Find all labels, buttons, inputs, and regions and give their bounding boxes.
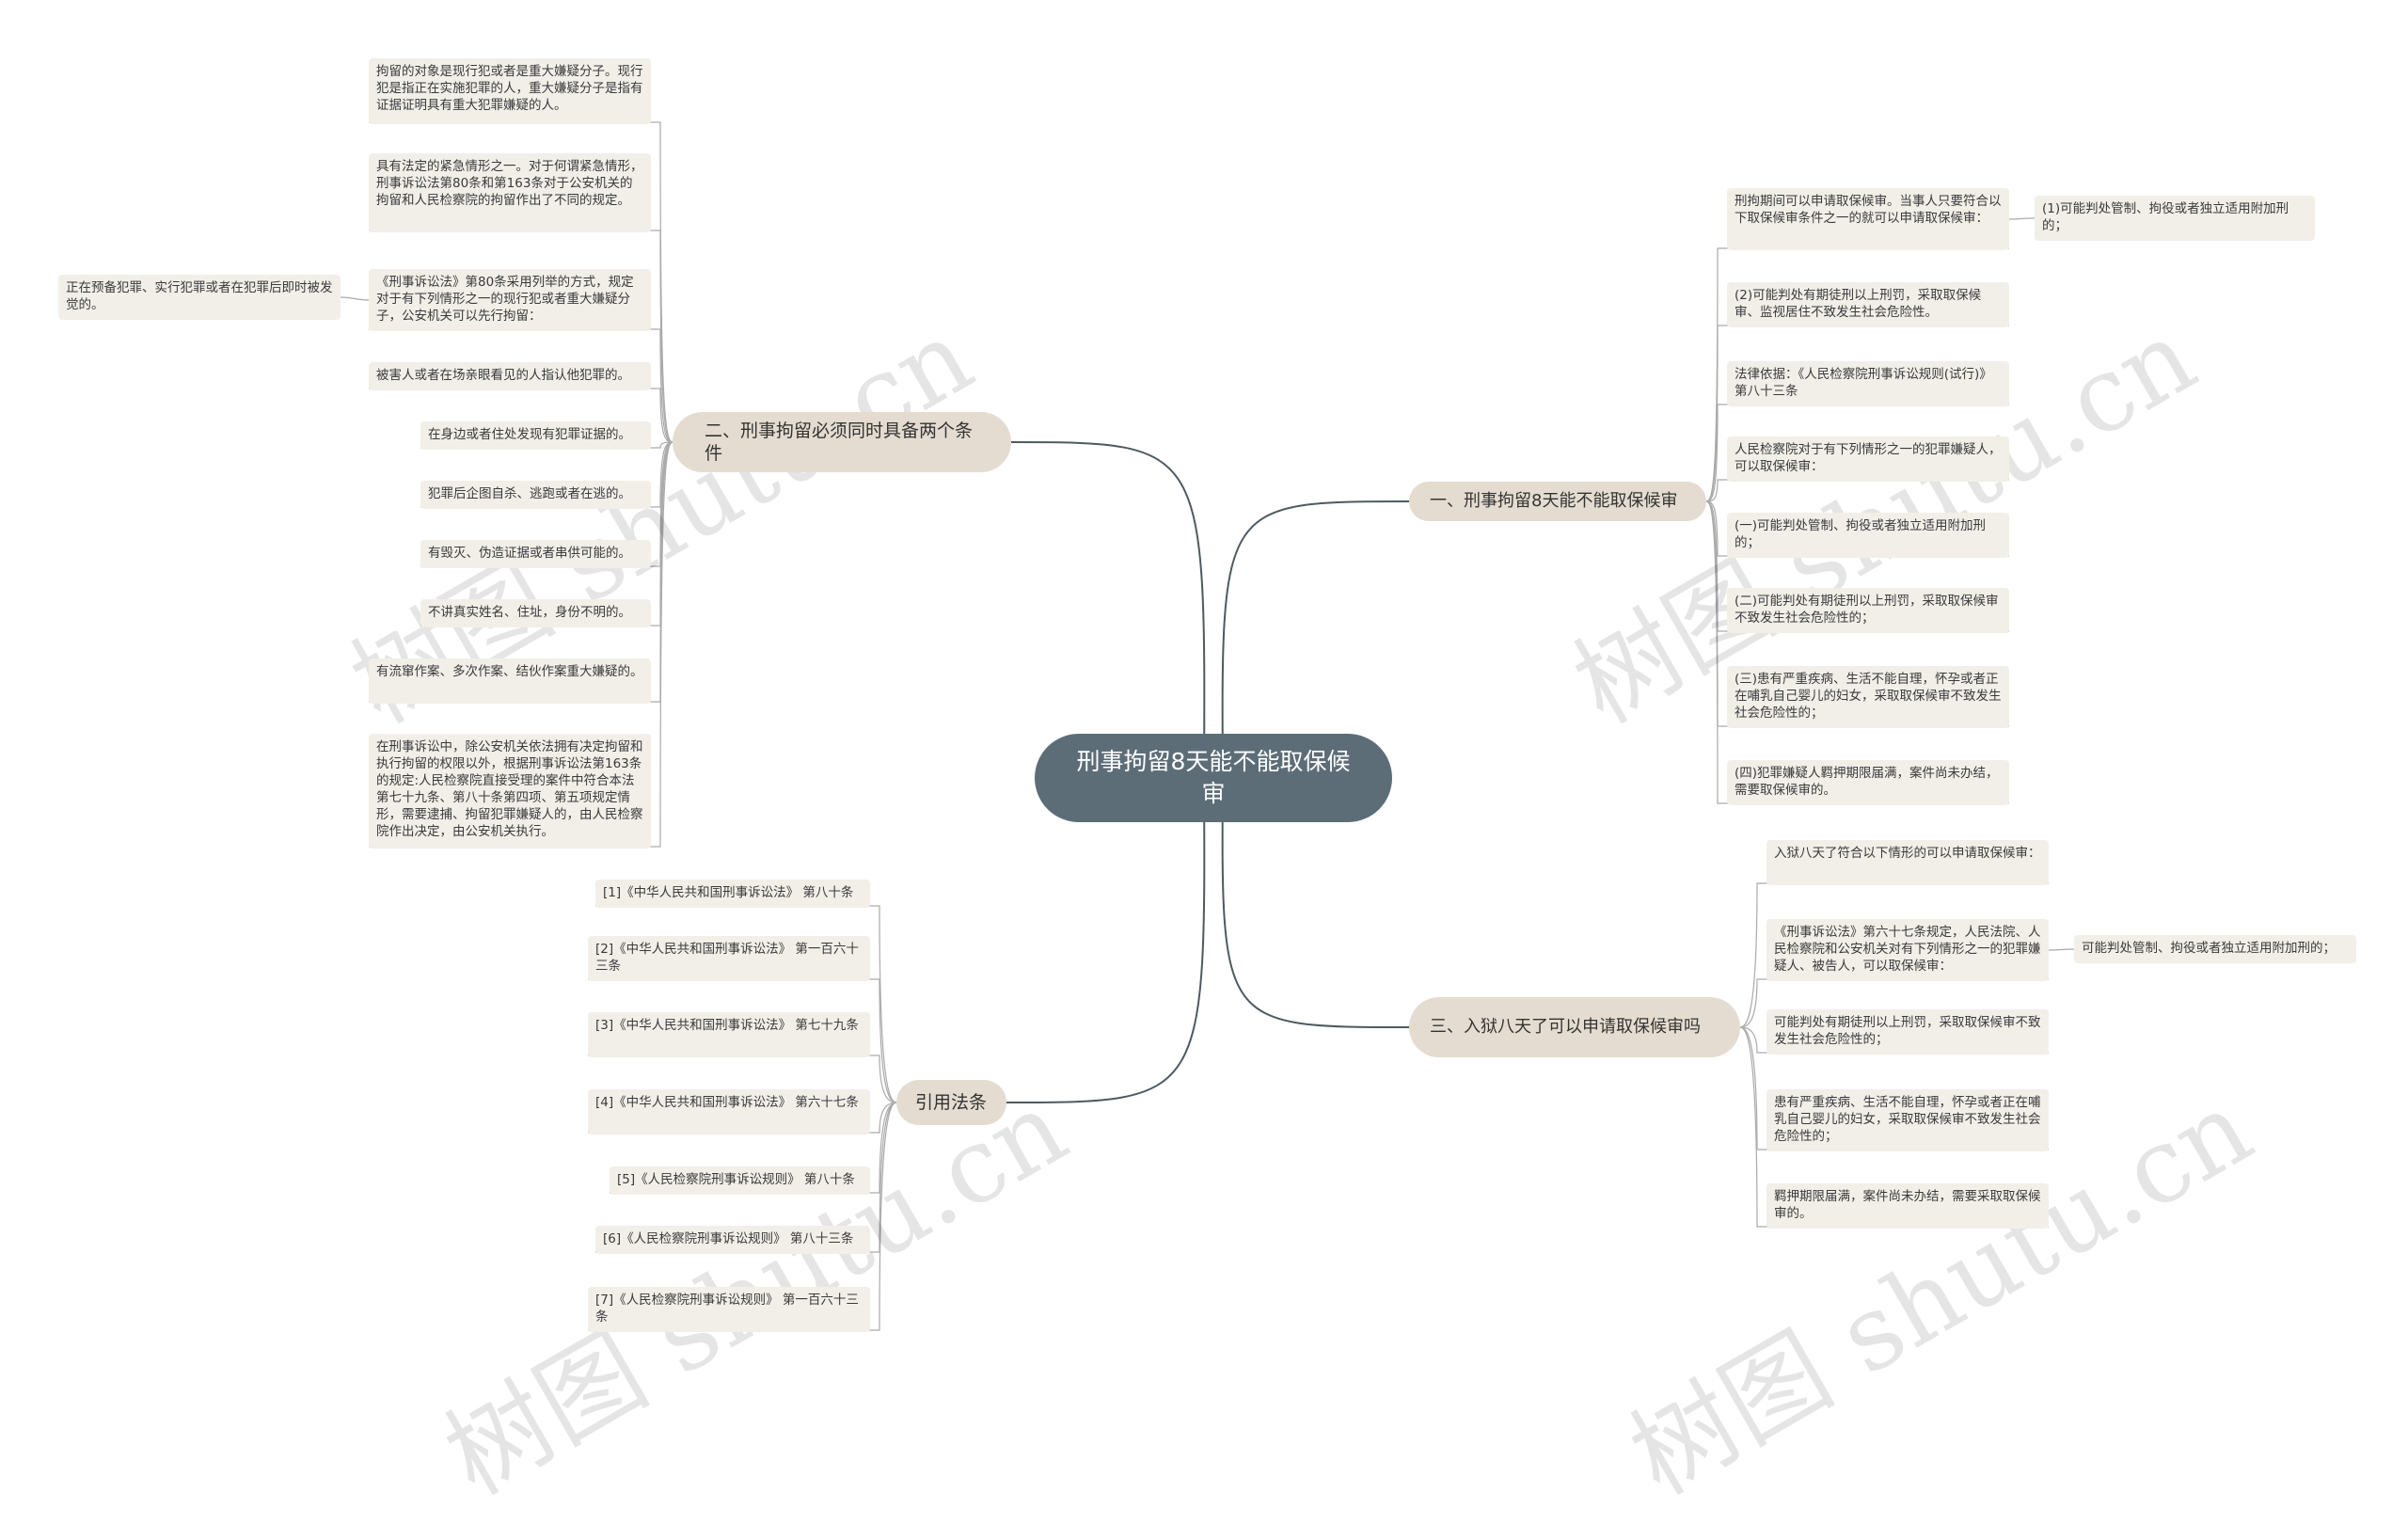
leaf-node[interactable]: 《刑事诉讼法》第80条采用列举的方式，规定对于有下列情形之一的现行犯或者重大嫌疑… <box>369 269 651 331</box>
leaf-connector <box>1739 882 1766 1028</box>
branch-bail-question[interactable]: 一、刑事拘留8天能不能取保候审 <box>1409 482 1706 521</box>
leaf-node[interactable]: [5]《人民检察院刑事诉讼规则》 第八十条 <box>610 1166 870 1195</box>
leaf-connector <box>870 1102 897 1331</box>
leaf-node[interactable]: [3]《中华人民共和国刑事诉讼法》 第七十九条 <box>588 1012 870 1057</box>
leaf-connector <box>1705 500 1727 804</box>
leaf-connector <box>1739 1026 1766 1228</box>
leaf-connector <box>870 1055 897 1103</box>
leaf-node[interactable]: (2)可能判处有期徒刑以上刑罚，采取取保候审、监视居住不致发生社会危险性。 <box>1727 282 2009 327</box>
leaf-node[interactable]: 正在预备犯罪、实行犯罪或者在犯罪后即时被发觉的。 <box>58 275 341 320</box>
leaf-node[interactable]: 不讲真实姓名、住址，身份不明的。 <box>420 599 651 627</box>
branch-eight-days[interactable]: 三、入狱八天了可以申请取保候审吗 <box>1409 997 1740 1057</box>
root-topic-label: 刑事拘留8天能不能取保候审 <box>1076 748 1351 807</box>
leaf-node[interactable]: 刑拘期间可以申请取保候审。当事人只要符合以下取保候审条件之一的就可以申请取保候审… <box>1727 188 2009 250</box>
leaf-connector <box>870 978 897 1103</box>
leaf-node[interactable]: (1)可能判处管制、拘役或者独立适用附加刑的； <box>2035 196 2315 241</box>
child-connector <box>2048 948 2075 951</box>
leaf-node[interactable]: [4]《中华人民共和国刑事诉讼法》 第六十七条 <box>588 1089 870 1134</box>
leaf-node[interactable]: 有毁灭、伪造证据或者串供可能的。 <box>420 540 651 568</box>
mindmap-canvas: 树图 shutu.cn 树图 shutu.cn 树图 shutu.cn 树图 s… <box>58 58 2356 1517</box>
leaf-node[interactable]: (二)可能判处有期徒刑以上刑罚，采取取保候审不致发生社会危险性的； <box>1727 588 2009 633</box>
leaf-node[interactable]: [1]《中华人民共和国刑事诉讼法》 第八十条 <box>595 880 870 908</box>
leaf-node[interactable]: 《刑事诉讼法》第六十七条规定，人民法院、人民检察院和公安机关对有下列情形之一的犯… <box>1766 919 2049 981</box>
branch-conditions[interactable]: 二、刑事拘留必须同时具备两个条件 <box>673 412 1011 472</box>
leaf-connector <box>651 230 673 443</box>
branch-cited-laws[interactable]: 引用法条 <box>896 1080 1006 1125</box>
leaf-node[interactable]: 可能判处管制、拘役或者独立适用附加刑的； <box>2074 935 2356 963</box>
leaf-node[interactable]: [2]《中华人民共和国刑事诉讼法》 第一百六十三条 <box>588 936 870 981</box>
branch-label: 三、入狱八天了可以申请取保候审吗 <box>1430 1017 1701 1037</box>
leaf-node[interactable]: (三)患有严重疾病、生活不能自理，怀孕或者正在哺乳自己婴儿的妇女，采取取保候审不… <box>1727 666 2009 728</box>
leaf-node[interactable]: 在刑事诉讼中，除公安机关依法拥有决定拘留和执行拘留的权限以外，根据刑事诉讼法第1… <box>369 734 651 849</box>
branch-connector <box>1010 441 1206 779</box>
branch-connector <box>1221 777 1410 1028</box>
leaf-connector <box>1739 1026 1766 1054</box>
leaf-node[interactable]: [7]《人民检察院刑事诉讼规则》 第一百六十三条 <box>588 1287 870 1332</box>
leaf-node[interactable]: [6]《人民检察院刑事诉讼规则》 第八十三条 <box>595 1226 870 1254</box>
leaf-node[interactable]: (四)犯罪嫌疑人羁押期限届满，案件尚未办结，需要取保候审的。 <box>1727 760 2009 805</box>
leaf-node[interactable]: 拘留的对象是现行犯或者是重大嫌疑分子。现行犯是指正在实施犯罪的人，重大嫌疑分子是… <box>369 58 651 124</box>
branch-label: 二、刑事拘留必须同时具备两个条件 <box>705 420 974 464</box>
leaf-connector <box>1739 1026 1766 1150</box>
branch-label: 引用法条 <box>915 1092 988 1113</box>
child-connector <box>2008 217 2036 220</box>
branch-connector <box>1221 500 1410 779</box>
leaf-node[interactable]: 人民检察院对于有下列情形之一的犯罪嫌疑人，可以取保候审： <box>1727 436 2009 482</box>
leaf-node[interactable]: 可能判处有期徒刑以上刑罚，采取取保候审不致发生社会危险性的； <box>1766 1009 2049 1055</box>
leaf-node[interactable]: (一)可能判处管制、拘役或者独立适用附加刑的； <box>1727 513 2009 558</box>
leaf-node[interactable]: 犯罪后企图自杀、逃跑或者在逃的。 <box>420 481 651 509</box>
leaf-node[interactable]: 患有严重疾病、生活不能自理，怀孕或者正在哺乳自己婴儿的妇女，采取取保候审不致发生… <box>1766 1089 2049 1151</box>
branch-connector <box>1006 777 1206 1103</box>
leaf-connector <box>651 441 673 848</box>
child-connector <box>340 296 370 301</box>
leaf-connector <box>870 1102 897 1194</box>
leaf-node[interactable]: 入狱八天了符合以下情形的可以申请取保候审： <box>1766 840 2049 885</box>
leaf-node[interactable]: 有流窜作案、多次作案、结伙作案重大嫌疑的。 <box>369 658 651 704</box>
root-topic[interactable]: 刑事拘留8天能不能取保候审 <box>1035 734 1392 822</box>
leaf-node[interactable]: 在身边或者住处发现有犯罪证据的。 <box>420 421 651 450</box>
branch-label: 一、刑事拘留8天能不能取保候审 <box>1430 491 1678 511</box>
leaf-node[interactable]: 具有法定的紧急情形之一。对于何谓紧急情形，刑事诉讼法第80条和第163条对于公安… <box>369 153 651 232</box>
leaf-node[interactable]: 被害人或者在场亲眼看见的人指认他犯罪的。 <box>369 362 651 390</box>
leaf-node[interactable]: 羁押期限届满，案件尚未办结，需要采取取保候审的。 <box>1766 1183 2049 1229</box>
leaf-node[interactable]: 法律依据：《人民检察院刑事诉讼规则(试行)》 第八十三条 <box>1727 361 2009 406</box>
